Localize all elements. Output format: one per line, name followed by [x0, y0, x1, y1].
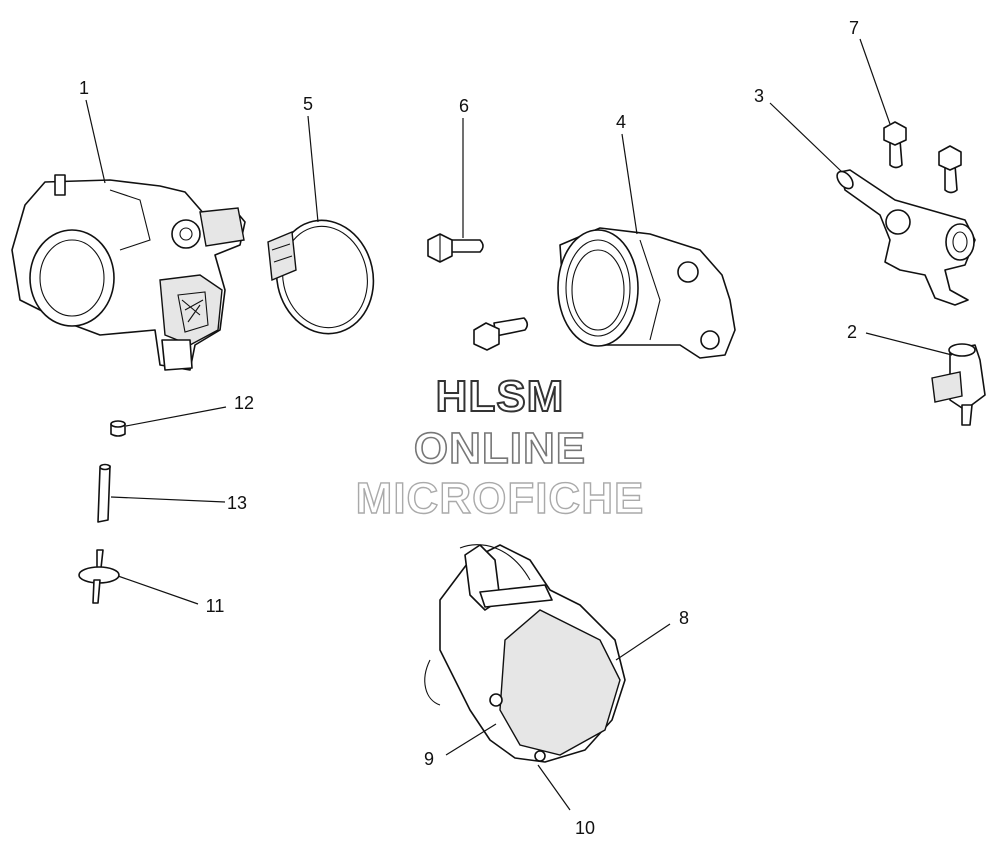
intake-adapter-part-4: [557, 227, 736, 359]
bolt-part-6-lower: [473, 317, 529, 351]
callout-5: 5: [303, 94, 313, 114]
leader-2: [865, 332, 953, 356]
callout-9: 9: [424, 749, 434, 769]
callout-6: 6: [459, 96, 469, 116]
callout-4: 4: [616, 112, 626, 132]
callout-3: 3: [754, 86, 764, 106]
cap-part-12: [110, 420, 126, 437]
callout-11: 11: [206, 596, 225, 616]
leader-12: [125, 406, 227, 427]
leader-7: [859, 38, 891, 125]
callout-labels: 1 2 3 4 5 6 7 8 9 10 11 12 13: [79, 18, 859, 838]
hose-clamp-part-5: [267, 219, 375, 335]
fuel-rail-part-3: [836, 169, 976, 306]
leader-10: [537, 764, 571, 811]
bolt-part-6-upper: [427, 233, 484, 263]
pin-part-13: [97, 463, 111, 523]
callout-10: 10: [575, 818, 595, 838]
valve-part-11: [78, 549, 120, 604]
leader-8: [615, 623, 671, 661]
leader-lines: [85, 38, 953, 811]
fuel-injector-part-2: [931, 343, 986, 426]
callout-7: 7: [849, 18, 859, 38]
callout-8: 8: [679, 608, 689, 628]
throttle-body-part-1: [11, 174, 246, 371]
callout-13: 13: [227, 493, 247, 513]
bolt-part-7-left: [883, 121, 907, 169]
leader-5: [307, 115, 319, 223]
watermark-line-2: ONLINE: [413, 423, 587, 474]
leader-11: [117, 575, 199, 605]
leader-3: [769, 102, 843, 173]
leader-4: [621, 133, 638, 235]
bolt-part-7-right: [938, 145, 962, 194]
leader-9: [445, 723, 497, 756]
actuator-housing-part-8: [424, 544, 626, 763]
watermark-line-1: HLSM: [435, 371, 565, 422]
callout-2: 2: [847, 322, 857, 342]
leader-13: [110, 496, 226, 503]
watermark-line-3: MICROFICHE: [355, 473, 645, 523]
leader-1: [85, 99, 106, 184]
callout-12: 12: [234, 393, 254, 413]
callout-1: 1: [79, 78, 89, 98]
